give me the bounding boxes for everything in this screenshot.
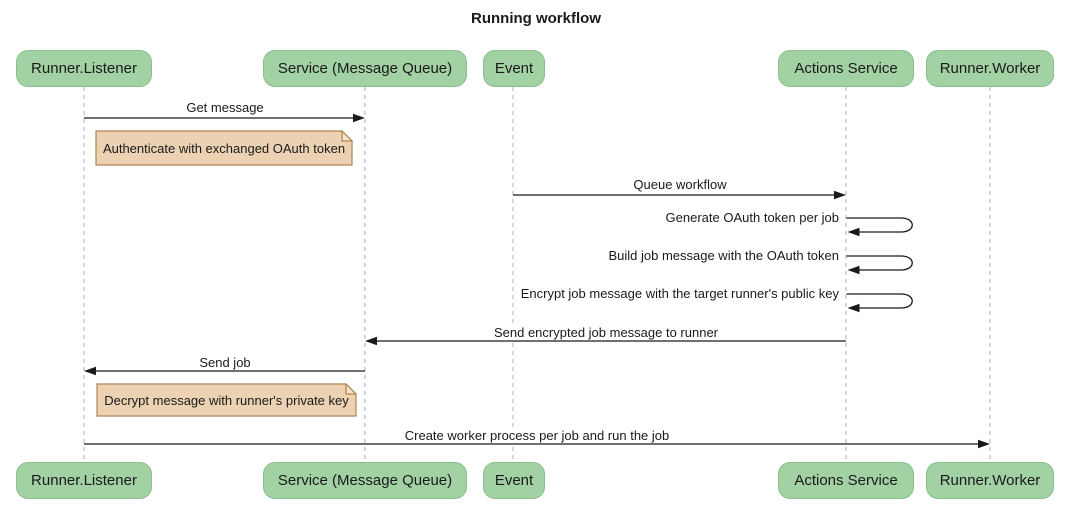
note-shape [96, 382, 358, 417]
note-decrypt-message: Decrypt message with runner's private ke… [96, 382, 358, 417]
actor-bottom-actions-service: Actions Service [778, 462, 914, 499]
actor-label: Event [494, 472, 534, 489]
self-arrow-generate-oauth-line [846, 217, 913, 233]
actor-top-service-message-queue: Service (Message Queue) [263, 50, 467, 87]
message-label-send-encrypted: Send encrypted job message to runner [491, 325, 721, 340]
actor-top-runner-listener: Runner.Listener [16, 50, 152, 87]
arrow-create-worker-head [978, 439, 990, 449]
actor-label: Event [494, 60, 534, 77]
actor-bottom-runner-worker: Runner.Worker [926, 462, 1054, 499]
actor-top-runner-worker: Runner.Worker [926, 50, 1054, 87]
note-text: Decrypt message with runner's private ke… [104, 392, 349, 408]
arrow-send-job-head [84, 366, 96, 376]
self-arrow-generate-oauth-head [847, 227, 860, 237]
note-shape [95, 129, 354, 166]
actor-label: Actions Service [794, 60, 898, 77]
actor-label: Service (Message Queue) [277, 60, 453, 77]
actor-bottom-runner-listener: Runner.Listener [16, 462, 152, 499]
message-label-get-message: Get message [184, 100, 266, 115]
actor-top-actions-service: Actions Service [778, 50, 914, 87]
message-label-generate-oauth: Generate OAuth token per job [663, 210, 841, 225]
actor-label: Runner.Worker [939, 472, 1041, 489]
note-authenticate-oauth: Authenticate with exchanged OAuth token [95, 129, 354, 166]
message-label-queue-workflow: Queue workflow [631, 177, 729, 192]
note-body [96, 383, 357, 417]
note-fold-corner [341, 129, 354, 142]
actor-label: Runner.Worker [939, 60, 1041, 77]
actor-bottom-event: Event [483, 462, 545, 499]
diagram-title: Running workflow [471, 10, 601, 27]
actor-bottom-service-message-queue: Service (Message Queue) [263, 462, 467, 499]
note-fold-corner [345, 382, 358, 395]
self-arrow-build-job-message-head [847, 265, 860, 275]
arrow-send-encrypted-head [365, 336, 377, 346]
actor-label: Service (Message Queue) [277, 472, 453, 489]
message-label-send-job: Send job [197, 355, 253, 370]
message-label-build-job-message: Build job message with the OAuth token [606, 248, 841, 263]
arrow-get-message-head [353, 113, 365, 123]
self-arrow-build-job-message-line [846, 255, 913, 271]
actor-label: Actions Service [794, 472, 898, 489]
message-label-create-worker: Create worker process per job and run th… [402, 428, 672, 443]
message-label-encrypt-job-message: Encrypt job message with the target runn… [518, 286, 841, 301]
self-arrow-encrypt-job-message-line [846, 293, 913, 309]
arrow-queue-workflow-head [834, 190, 846, 200]
actor-label: Runner.Listener [31, 472, 137, 489]
self-arrow-encrypt-job-message-head [847, 303, 860, 313]
note-text: Authenticate with exchanged OAuth token [102, 140, 346, 156]
actor-label: Runner.Listener [31, 60, 137, 77]
note-body [95, 130, 353, 166]
actor-top-event: Event [483, 50, 545, 87]
